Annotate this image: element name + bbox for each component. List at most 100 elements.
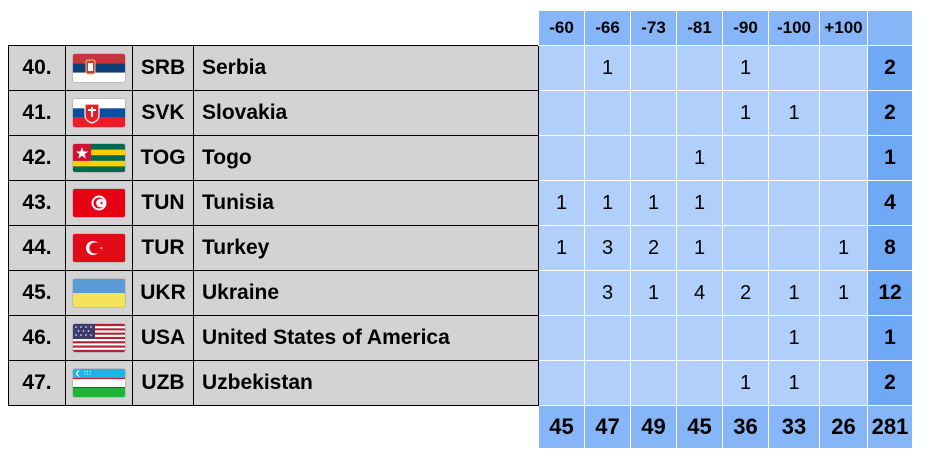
column-total: 45 xyxy=(538,405,585,449)
footer-spacer xyxy=(9,406,539,449)
medal-cell xyxy=(819,315,868,361)
medal-cell xyxy=(722,225,769,271)
medal-cell xyxy=(676,315,723,361)
medal-cell xyxy=(630,135,677,181)
weight-class-table: -60 -66 -73 -81 -90 -100 +100 40. SRB Se… xyxy=(8,10,913,449)
medal-cell xyxy=(819,90,868,136)
medal-cell xyxy=(768,135,820,181)
country-name: United States of America xyxy=(193,315,539,361)
header-row: -60 -66 -73 -81 -90 -100 +100 xyxy=(9,10,913,46)
medal-cell: 1 xyxy=(768,360,820,406)
header-spacer xyxy=(9,11,539,46)
medal-cell: 1 xyxy=(676,225,723,271)
column-total: 49 xyxy=(630,405,677,449)
rank-cell: 42. xyxy=(8,135,66,181)
column-header: -60 xyxy=(538,10,585,46)
medal-cell xyxy=(630,90,677,136)
medal-cell xyxy=(630,45,677,91)
medal-cell xyxy=(676,360,723,406)
medal-cell xyxy=(819,45,868,91)
medal-cell xyxy=(676,90,723,136)
country-code: TUN xyxy=(132,180,194,226)
country-name: Ukraine xyxy=(193,270,539,316)
table-row: 40. SRB Serbia 1 1 2 xyxy=(8,45,913,91)
table-row: 47. UZB Uzbekistan 1 1 2 xyxy=(8,360,913,406)
medal-cell xyxy=(630,315,677,361)
turkey-flag-icon xyxy=(73,234,125,262)
country-name: Uzbekistan xyxy=(193,360,539,406)
row-total: 4 xyxy=(867,180,913,226)
medal-cell: 1 xyxy=(676,135,723,181)
medal-cell: 1 xyxy=(584,45,631,91)
medal-cell xyxy=(768,180,820,226)
totals-row: 45 47 49 45 36 33 26 281 xyxy=(9,405,913,449)
medal-cell: 1 xyxy=(676,180,723,226)
rank-cell: 45. xyxy=(8,270,66,316)
medal-cell: 1 xyxy=(630,180,677,226)
medal-cell xyxy=(538,135,585,181)
column-total: 26 xyxy=(819,405,868,449)
medal-cell xyxy=(584,135,631,181)
table-row: 46. USA United States of America 1 1 xyxy=(8,315,913,361)
tunisia-flag-icon xyxy=(73,189,125,217)
uzbekistan-flag-icon xyxy=(73,369,125,397)
usa-flag-icon xyxy=(73,324,125,352)
country-name: Slovakia xyxy=(193,90,539,136)
rank-cell: 44. xyxy=(8,225,66,271)
medal-cell: 3 xyxy=(584,225,631,271)
row-total: 12 xyxy=(867,270,913,316)
column-header: -81 xyxy=(676,10,723,46)
column-total: 36 xyxy=(722,405,769,449)
table-row: 41. SVK Slovakia 1 1 2 xyxy=(8,90,913,136)
medal-cell: 2 xyxy=(630,225,677,271)
medal-cell: 1 xyxy=(538,180,585,226)
medal-cell: 1 xyxy=(768,270,820,316)
medal-cell xyxy=(584,360,631,406)
table-row: 44. TUR Turkey 1 3 2 1 1 8 xyxy=(8,225,913,271)
medal-cell: 1 xyxy=(819,225,868,271)
medal-cell xyxy=(538,360,585,406)
country-code: TUR xyxy=(132,225,194,271)
row-total: 8 xyxy=(867,225,913,271)
medal-cell xyxy=(630,360,677,406)
medal-cell xyxy=(722,315,769,361)
medal-cell xyxy=(584,315,631,361)
medal-cell xyxy=(768,225,820,271)
rank-cell: 41. xyxy=(8,90,66,136)
total-column-header xyxy=(867,10,913,46)
medal-cell xyxy=(538,315,585,361)
country-name: Serbia xyxy=(193,45,539,91)
country-name: Turkey xyxy=(193,225,539,271)
medal-cell: 2 xyxy=(722,270,769,316)
medal-cell xyxy=(722,180,769,226)
table-row: 43. TUN Tunisia 1 1 1 1 4 xyxy=(8,180,913,226)
medal-cell: 1 xyxy=(819,270,868,316)
medal-cell xyxy=(676,45,723,91)
medal-cell: 1 xyxy=(584,180,631,226)
column-header: -90 xyxy=(722,10,769,46)
rank-cell: 40. xyxy=(8,45,66,91)
medal-cell xyxy=(538,90,585,136)
country-code: UKR xyxy=(132,270,194,316)
column-header: -66 xyxy=(584,10,631,46)
country-code: USA xyxy=(132,315,194,361)
grand-total: 281 xyxy=(867,405,913,449)
row-total: 2 xyxy=(867,90,913,136)
togo-flag-icon xyxy=(73,144,125,172)
medal-cell: 1 xyxy=(630,270,677,316)
medal-cell: 1 xyxy=(722,45,769,91)
medal-cell: 4 xyxy=(676,270,723,316)
column-header: +100 xyxy=(819,10,868,46)
ukraine-flag-icon xyxy=(73,279,125,307)
country-code: SVK xyxy=(132,90,194,136)
medal-cell: 1 xyxy=(768,315,820,361)
table-row: 42. TOG Togo 1 1 xyxy=(8,135,913,181)
rank-cell: 46. xyxy=(8,315,66,361)
medal-cell xyxy=(584,90,631,136)
country-name: Tunisia xyxy=(193,180,539,226)
country-code: TOG xyxy=(132,135,194,181)
medal-cell xyxy=(722,135,769,181)
row-total: 2 xyxy=(867,360,913,406)
medal-cell xyxy=(819,360,868,406)
column-header: -73 xyxy=(630,10,677,46)
